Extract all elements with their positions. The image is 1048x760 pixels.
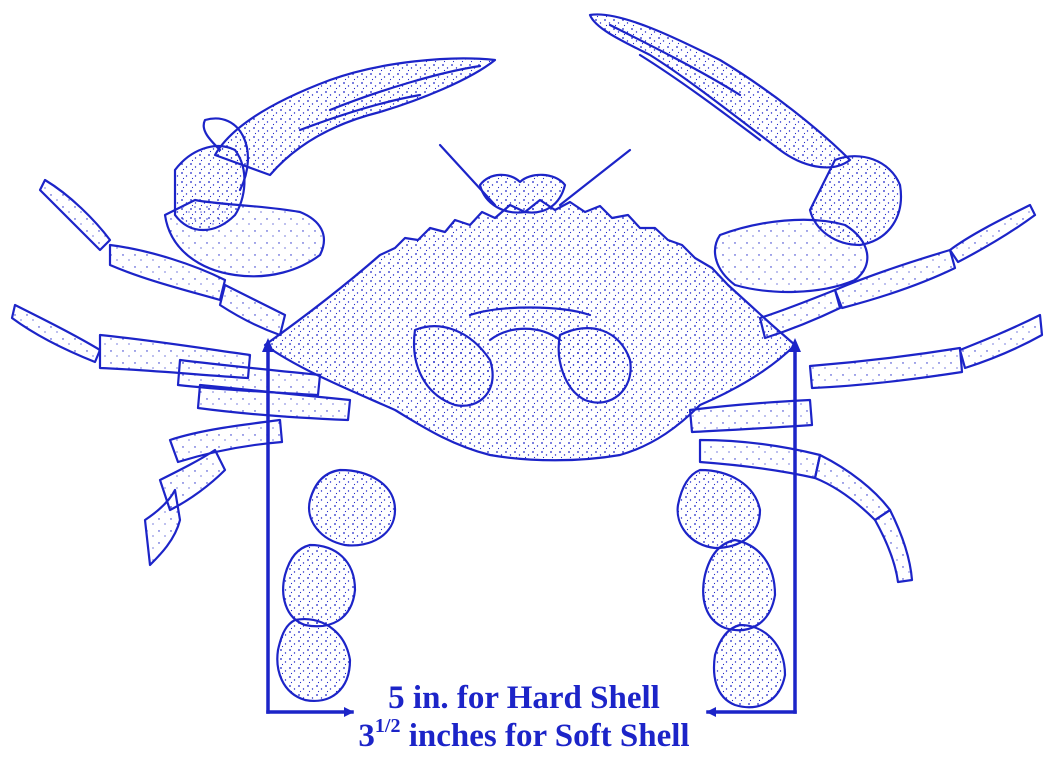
soft-shell-caption: 31/2 inches for Soft Shell	[0, 718, 1048, 754]
soft-shell-text: inches for Soft Shell	[400, 718, 689, 754]
soft-shell-size: 31/2	[358, 718, 400, 754]
eyes-and-antennae	[440, 145, 630, 213]
soft-shell-whole: 3	[358, 718, 375, 754]
left-paddle	[277, 470, 395, 701]
right-paddle	[678, 470, 785, 707]
hard-shell-caption: 5 in. for Hard Shell	[0, 680, 1048, 716]
soft-shell-fraction: 1/2	[375, 715, 401, 737]
